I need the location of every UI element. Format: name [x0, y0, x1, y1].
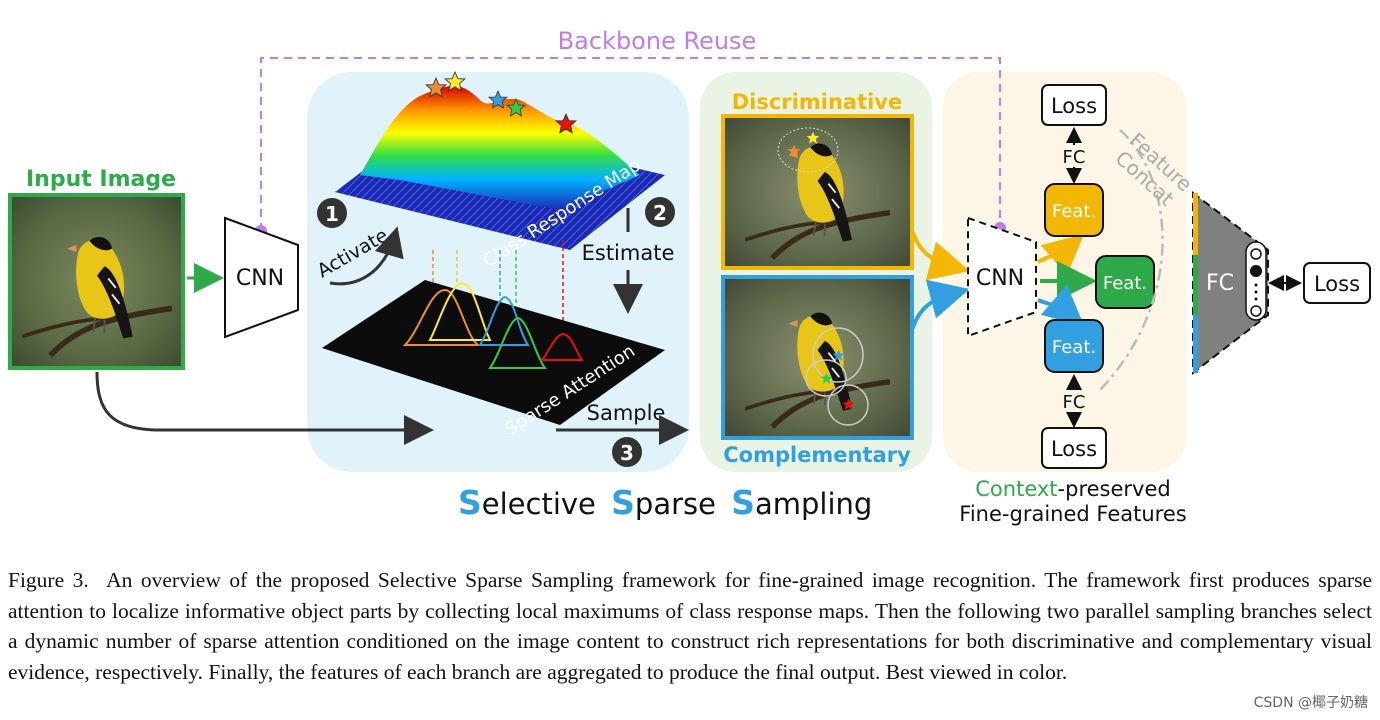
- complementary-to-cnn-arrow: [910, 279, 970, 331]
- output-node-2: [1250, 265, 1262, 277]
- figure-caption: Figure 3. An overview of the proposed Se…: [8, 565, 1372, 687]
- comp-feat-label: Feat.: [1052, 337, 1096, 358]
- sparse-attention-plane: [322, 280, 665, 425]
- final-loss-box: [1303, 262, 1371, 304]
- input-to-attention-arrow: [95, 371, 434, 445]
- output-node-1: [1250, 248, 1262, 260]
- top-loss-box: [1041, 84, 1107, 126]
- concat-strip-green: [1193, 255, 1198, 315]
- bottom-loss-label: Loss: [1051, 437, 1097, 461]
- discriminative-sample-grid: [777, 127, 839, 173]
- yellow-peak: [428, 281, 492, 341]
- complementary-label: Complementary: [723, 443, 911, 467]
- output-vector: [1245, 241, 1267, 321]
- output-dot-2: [1254, 290, 1258, 294]
- cnn-to-disc-feat-arrow: [1036, 234, 1085, 276]
- output-dot-3: [1254, 297, 1258, 301]
- green-peak: [487, 316, 548, 369]
- complementary-sample-grid-red: [827, 384, 869, 426]
- class-response-surface: [360, 85, 640, 210]
- top-loss-label: Loss: [1051, 94, 1097, 118]
- cnn-reused-label: CNN: [976, 266, 1024, 291]
- output-node-3: [1250, 305, 1262, 317]
- cnn-to-comp-feat-arrow: [1037, 284, 1085, 326]
- step-3-badge: [612, 437, 642, 467]
- backbone-reuse-line: [260, 57, 1001, 231]
- backbone-reuse-label: Backbone Reuse: [558, 27, 757, 55]
- concat-strip-blue: [1193, 315, 1198, 373]
- final-fc-label: FC: [1206, 271, 1234, 296]
- context-feat-label: Feat.: [1103, 273, 1147, 294]
- feature-concat-arc: [1099, 129, 1164, 391]
- complementary-sample-grid-blue: [812, 327, 864, 383]
- step-3-number: 3: [620, 441, 634, 465]
- red-peak: [539, 332, 584, 361]
- bottom-loss-box: [1041, 427, 1107, 469]
- top-fc-bg: [1060, 145, 1088, 167]
- final-loss-label: Loss: [1314, 272, 1360, 296]
- bottom-fc-label: FC: [1063, 392, 1086, 413]
- estimate-label: Estimate: [582, 241, 675, 265]
- input-image-label: Input Image: [26, 167, 176, 192]
- orange-peak: [402, 288, 481, 346]
- caption-text: An overview of the proposed Selective Sp…: [8, 568, 1372, 684]
- activate-arrow: [329, 226, 404, 286]
- figure-label: Figure 3.: [8, 568, 89, 592]
- output-dot-1: [1254, 283, 1258, 287]
- step-1-number: 1: [325, 202, 339, 226]
- context-feat-box: [1095, 255, 1155, 309]
- top-fc-label: FC: [1063, 147, 1086, 168]
- framework-diagram: Backbone Reuse Input Image CNN Class Res…: [8, 27, 1371, 526]
- discriminative-to-cnn-arrow: [910, 229, 970, 281]
- comp-feat-box: [1044, 319, 1104, 373]
- selective-sparse-sampling-title: Selective Sparse Sampling: [458, 483, 872, 522]
- watermark: CSDN @椰子奶糖: [1253, 695, 1368, 711]
- cnn-reused-block: [967, 216, 1037, 338]
- context-preserved-label: Context-preserved: [975, 477, 1170, 501]
- bottom-fc-bg: [1060, 390, 1088, 412]
- cnn-label: CNN: [236, 266, 284, 291]
- discriminative-label: Discriminative: [732, 90, 903, 114]
- step-1-badge: [317, 198, 347, 228]
- input-image: [8, 193, 185, 370]
- cnn-block: [224, 216, 299, 339]
- step-2-badge: [645, 197, 675, 227]
- disc-feat-box: [1044, 183, 1104, 237]
- concat-strip-yellow: [1193, 193, 1198, 255]
- complementary-sample-grid-green: [805, 359, 847, 397]
- sample-label: Sample: [587, 401, 666, 425]
- blue-peak: [478, 295, 530, 346]
- step-2-number: 2: [653, 201, 667, 225]
- fine-grained-features-label: Fine-grained Features: [959, 502, 1186, 526]
- disc-feat-label: Feat.: [1052, 201, 1096, 222]
